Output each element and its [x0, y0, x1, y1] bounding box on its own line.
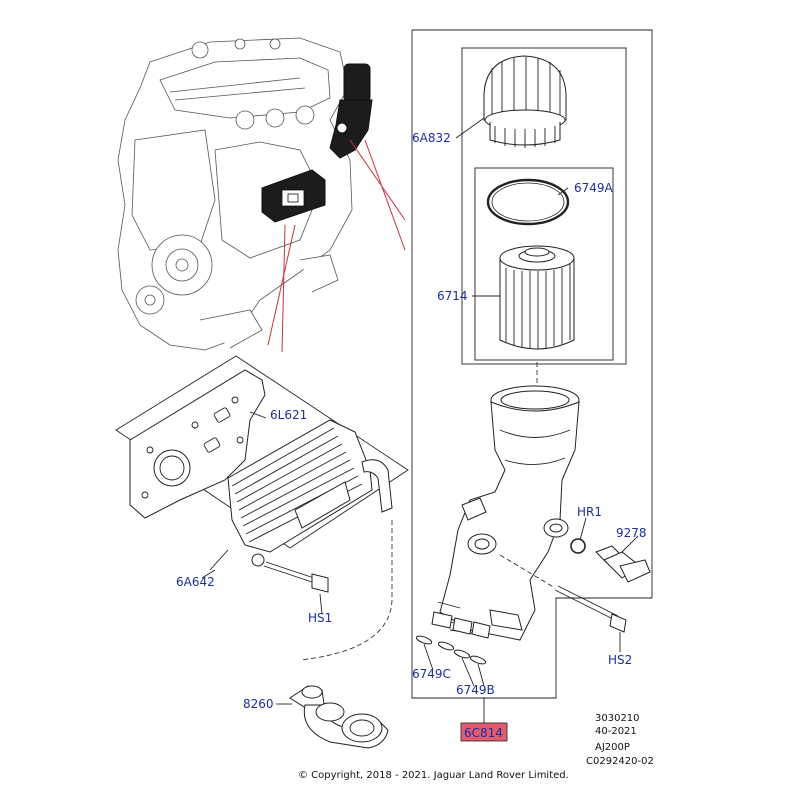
- o-ring-part: [486, 178, 570, 226]
- seal-c-part: [415, 635, 433, 645]
- label-9278: 9278: [616, 526, 647, 540]
- filter-element-part: [499, 245, 575, 350]
- hose-path-dash: [299, 520, 393, 661]
- filter-inner-frame: [461, 47, 627, 365]
- filter-cap-part: [483, 55, 567, 148]
- leader-line-cooler-2: [281, 224, 286, 353]
- label-hr1: HR1: [577, 505, 602, 519]
- ref-line-2: 40-2021: [595, 726, 637, 737]
- highlight-box-6c814: [460, 722, 508, 742]
- filter-element-frame: [474, 167, 614, 361]
- housing-bolt-part: [554, 585, 627, 633]
- label-hs1: HS1: [308, 611, 332, 625]
- leader-line-housing-1: [349, 139, 406, 221]
- pressure-sensor-part: [595, 545, 651, 583]
- seal-b-part: [453, 649, 471, 659]
- cooler-gasket-part: [129, 369, 266, 519]
- leader-line-cooler-1: [267, 224, 296, 346]
- filter-housing-part: [431, 385, 580, 641]
- leader-line-housing-2: [364, 139, 406, 251]
- housing-outer-frame-lower: [411, 30, 652, 699]
- ref-line-1: 3030210: [595, 713, 640, 724]
- hose-assembly-part: [289, 685, 389, 749]
- label-6a832: 6A832: [412, 131, 451, 145]
- label-6a642: 6A642: [176, 575, 215, 589]
- copyright-notice: © Copyright, 2018 - 2021. Jaguar Land Ro…: [298, 770, 569, 781]
- bolt-axis-dash: [499, 554, 556, 589]
- engine-illustration: [117, 37, 353, 351]
- housing-outer-frame: [412, 29, 653, 598]
- label-6c814: 6C814: [464, 726, 503, 740]
- label-6749b: 6749B: [456, 683, 495, 697]
- label-6749c: 6749C: [412, 667, 451, 681]
- ref-line-3: AJ200P: [595, 742, 630, 753]
- engine-oil-cooler-highlight: [261, 169, 326, 223]
- oil-cooler-part: [227, 419, 393, 567]
- label-6714: 6714: [437, 289, 468, 303]
- label-6749a: 6749A: [574, 181, 614, 195]
- ref-line-4: C0292420-02: [586, 756, 654, 767]
- label-8260: 8260: [243, 697, 274, 711]
- label-6l621: 6L621: [270, 408, 307, 422]
- label-hs2: HS2: [608, 653, 632, 667]
- sensor-o-ring-part: [570, 538, 586, 554]
- engine-filter-housing-highlight: [329, 63, 373, 159]
- cooler-bolt-part: [263, 561, 329, 593]
- leader-lines: [201, 117, 639, 726]
